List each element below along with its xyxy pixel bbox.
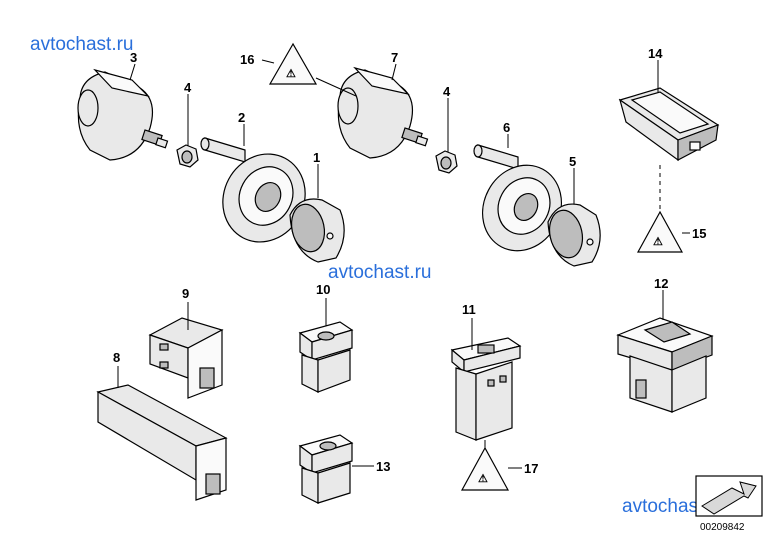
- part-8-long-switch[interactable]: [96, 384, 228, 501]
- label-part-16: 16: [240, 52, 254, 67]
- label-part-10: 10: [316, 282, 330, 297]
- part-14-rocker-switch[interactable]: [618, 87, 720, 162]
- label-part-3: 3: [130, 50, 137, 65]
- diagram-code: 00209842: [700, 522, 745, 533]
- part-17-warning-label[interactable]: ⚠: [460, 446, 510, 491]
- warning-triangle-icon: ⚠: [478, 473, 488, 485]
- part-7-actuator-motor[interactable]: [337, 66, 429, 159]
- warning-triangle-icon: ⚠: [286, 68, 296, 80]
- watermark-center: avtochast.ru: [328, 262, 432, 283]
- label-part-8: 8: [113, 350, 120, 365]
- nav-arrow-box[interactable]: [695, 475, 763, 517]
- label-part-6: 6: [503, 120, 510, 135]
- label-part-11: 11: [462, 302, 476, 317]
- label-part-7: 7: [391, 50, 398, 65]
- part-12-switch[interactable]: [616, 317, 714, 413]
- part-1-switch-knob[interactable]: [287, 198, 345, 263]
- part-9-switch[interactable]: [148, 317, 224, 399]
- part-16-warning-label[interactable]: ⚠: [268, 42, 318, 85]
- nav-arrow-icon: [701, 481, 757, 515]
- part-15-warning-label[interactable]: ⚠: [636, 210, 684, 253]
- part-4-nut-left[interactable]: [176, 144, 199, 168]
- part-13-switch[interactable]: [298, 434, 354, 504]
- part-6-switch-bezel[interactable]: [468, 144, 576, 265]
- label-part-12: 12: [654, 276, 668, 291]
- watermark-top-left: avtochast.ru: [30, 34, 134, 55]
- warning-triangle-icon: ⚠: [653, 236, 663, 248]
- label-part-17: 17: [524, 461, 538, 476]
- label-part-13: 13: [376, 459, 390, 474]
- label-part-2: 2: [238, 110, 245, 125]
- label-part-5: 5: [569, 154, 576, 169]
- label-part-4-center: 4: [443, 84, 451, 99]
- label-part-15: 15: [692, 226, 706, 241]
- part-3-actuator-motor[interactable]: [77, 68, 169, 161]
- part-11-switch[interactable]: [450, 337, 522, 441]
- label-part-14: 14: [648, 46, 663, 61]
- label-part-9: 9: [182, 286, 189, 301]
- label-part-4-left: 4: [184, 80, 192, 95]
- part-4-nut-center[interactable]: [435, 150, 458, 174]
- part-10-switch[interactable]: [298, 321, 354, 393]
- leader-lines: [117, 59, 690, 469]
- label-part-1: 1: [313, 150, 320, 165]
- part-5-switch-knob[interactable]: [545, 203, 601, 267]
